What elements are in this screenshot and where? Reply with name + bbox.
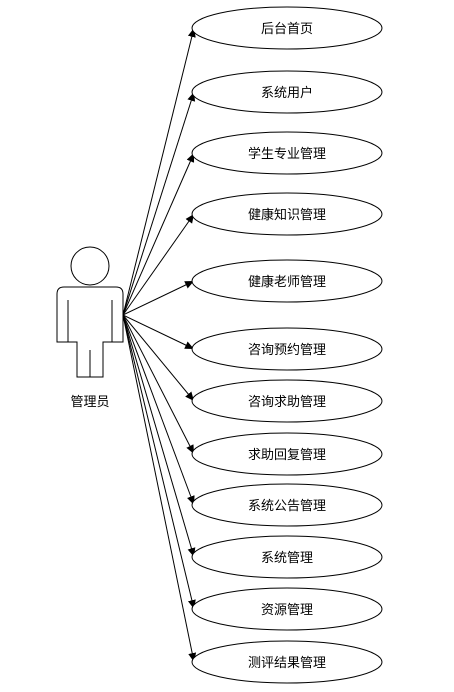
association-line xyxy=(122,91,196,316)
association-line xyxy=(122,314,196,558)
actor-body xyxy=(56,286,124,378)
use-case-label: 咨询预约管理 xyxy=(248,343,326,358)
use-case-ellipse[interactable] xyxy=(191,6,383,50)
association-line xyxy=(122,280,195,316)
use-case[interactable]: 后台首页 xyxy=(191,6,383,50)
use-case[interactable]: 系统管理 xyxy=(191,535,383,579)
actor-label: 管理员 xyxy=(70,395,109,410)
use-case[interactable]: 咨询求助管理 xyxy=(191,379,383,423)
use-case-ellipse[interactable] xyxy=(191,192,383,236)
use-case-label: 资源管理 xyxy=(261,603,313,618)
use-case-label: 系统公告管理 xyxy=(248,499,326,514)
association-line xyxy=(122,213,195,316)
use-case-ellipse[interactable] xyxy=(191,327,383,371)
use-case-ellipse[interactable] xyxy=(191,535,383,579)
use-cases: 后台首页系统用户学生专业管理健康知识管理健康老师管理咨询预约管理咨询求助管理求助… xyxy=(191,6,383,684)
use-case[interactable]: 系统用户 xyxy=(191,70,383,114)
use-case[interactable]: 咨询预约管理 xyxy=(191,327,383,371)
use-case-label: 测评结果管理 xyxy=(248,656,326,671)
use-case[interactable]: 健康老师管理 xyxy=(191,259,383,303)
use-case[interactable]: 求助回复管理 xyxy=(191,432,383,476)
use-case-ellipse[interactable] xyxy=(191,259,383,303)
actor-head xyxy=(70,246,110,286)
use-case-ellipse[interactable] xyxy=(191,483,383,527)
use-case-label: 咨询求助管理 xyxy=(248,395,326,410)
actor-figure xyxy=(56,246,124,378)
use-case-label: 学生专业管理 xyxy=(248,146,326,162)
use-case-ellipse[interactable] xyxy=(191,131,383,175)
use-case-label: 后台首页 xyxy=(261,22,313,37)
use-case-label: 系统管理 xyxy=(261,551,313,566)
use-case-label: 健康老师管理 xyxy=(248,274,326,290)
association-line xyxy=(122,314,195,506)
association-line xyxy=(122,152,195,316)
association-line xyxy=(122,314,197,663)
use-case[interactable]: 学生专业管理 xyxy=(191,131,383,175)
associations xyxy=(122,27,197,663)
association-line xyxy=(122,314,195,402)
association-line xyxy=(122,314,196,610)
association-line xyxy=(122,27,196,316)
use-case[interactable]: 资源管理 xyxy=(191,587,383,631)
use-case-ellipse[interactable] xyxy=(191,379,383,423)
use-case-ellipse[interactable] xyxy=(191,70,383,114)
use-case-ellipse[interactable] xyxy=(191,640,383,684)
use-case-label: 求助回复管理 xyxy=(248,448,326,463)
use-case-ellipse[interactable] xyxy=(191,587,383,631)
use-case-ellipse[interactable] xyxy=(191,432,383,476)
association-line xyxy=(122,314,195,350)
use-case-label: 健康知识管理 xyxy=(248,207,326,223)
use-case[interactable]: 健康知识管理 xyxy=(191,192,383,236)
use-case[interactable]: 测评结果管理 xyxy=(191,640,383,684)
use-case-label: 系统用户 xyxy=(261,85,313,101)
use-case[interactable]: 系统公告管理 xyxy=(191,483,383,527)
association-line xyxy=(122,314,195,455)
